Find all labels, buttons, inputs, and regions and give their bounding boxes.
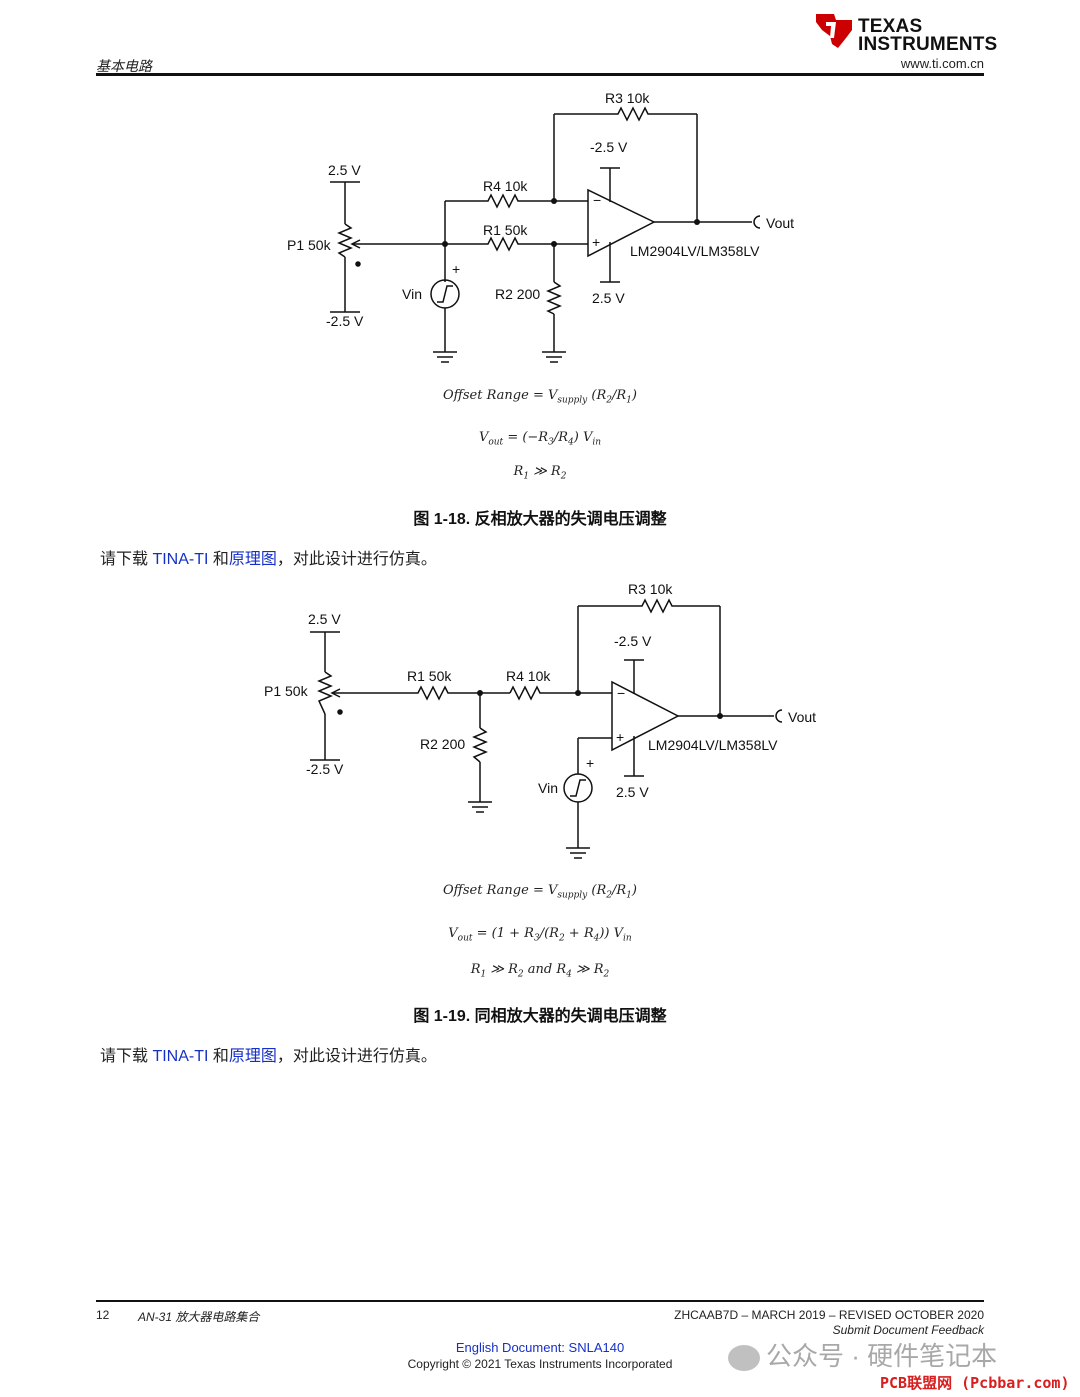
schematic-noninverting: − + R3 10k -2.5 V 2.5 V R1 50k R4 10k P1… <box>264 581 816 859</box>
svg-text:+: + <box>616 729 624 745</box>
download-paragraph-2: 请下载 TINA-TI 和原理图，对此设计进行仿真。 <box>100 1048 437 1065</box>
fig18-label-pos-ref: 2.5 V <box>328 162 361 178</box>
fig18-label-r4: R4 10k <box>483 178 528 194</box>
english-doc-link-wrap: English Document: SNLA140 <box>0 1340 1080 1355</box>
fig19-label-r2: R2 200 <box>420 736 465 752</box>
tina-ti-link[interactable]: TINA-TI <box>152 551 209 568</box>
fig18-label-vin: Vin <box>402 286 422 302</box>
company-url[interactable]: www.ti.com.cn <box>900 56 984 71</box>
equation-offset-range-18: Offset Range = Vsupply (R2/R1) <box>443 388 637 406</box>
fig18-label-r3: R3 10k <box>605 90 650 106</box>
fig19-label-vout: Vout <box>788 709 816 725</box>
fig19-label-p1: P1 50k <box>264 683 309 699</box>
company-name-line2: INSTRUMENTS <box>858 34 998 55</box>
fig19-label-r1: R1 50k <box>407 668 452 684</box>
tina-ti-link-2[interactable]: TINA-TI <box>152 1048 209 1065</box>
english-doc-link[interactable]: English Document: SNLA140 <box>455 1340 625 1355</box>
wechat-icon <box>728 1345 760 1372</box>
watermark-pcbbar: PCB联盟网 (Pcbbar.com) <box>876 1372 1074 1393</box>
svg-text:+: + <box>592 234 600 250</box>
fig18-label-r2: R2 200 <box>495 286 540 302</box>
fig19-label-r3: R3 10k <box>628 581 673 597</box>
fig19-label-neg-supply: -2.5 V <box>614 633 652 649</box>
fig18-label-vout: Vout <box>766 215 794 231</box>
doc-info: ZHCAAB7D – MARCH 2019 – REVISED OCTOBER … <box>674 1308 984 1322</box>
fig18-label-plus: + <box>452 261 460 277</box>
schematic-link[interactable]: 原理图 <box>228 551 277 568</box>
figure-caption-19: 图 1-19. 同相放大器的失调电压调整 <box>413 1008 667 1025</box>
feedback-link[interactable]: Submit Document Feedback <box>832 1323 984 1337</box>
equation-offset-range-19: Offset Range = Vsupply (R2/R1) <box>443 883 637 901</box>
schematic-link-2[interactable]: 原理图 <box>228 1048 277 1065</box>
fig19-label-plus: + <box>586 755 594 771</box>
fig19-label-pos-supply: 2.5 V <box>616 784 649 800</box>
equation-condition-19: R1 ≫ R2 and R4 ≫ R2 <box>470 962 610 980</box>
fig19-label-pos-ref: 2.5 V <box>308 611 341 627</box>
equation-condition-18: R1 ≫ R2 <box>513 464 567 482</box>
fig18-label-pos-supply: 2.5 V <box>592 290 625 306</box>
fig19-label-vin: Vin <box>538 780 558 796</box>
fig18-label-opamp: LM2904LV/LM358LV <box>630 243 760 259</box>
fig18-label-neg-supply: -2.5 V <box>590 139 628 155</box>
company-name-line1: TEXAS <box>858 16 923 37</box>
figure-caption-18: 图 1-18. 反相放大器的失调电压调整 <box>413 511 667 528</box>
fig19-label-neg-ref: -2.5 V <box>306 761 344 777</box>
fig19-label-r4: R4 10k <box>506 668 551 684</box>
schematic-inverting: − + R3 10k -2.5 V 2.5 V R4 10k R1 50k P1… <box>287 90 794 363</box>
equation-vout-19: Vout = (1 + R3/(R2 + R4)) Vin <box>448 926 632 944</box>
doc-title: AN-31 放大器电路集合 <box>138 1310 260 1324</box>
fig18-label-neg-ref: -2.5 V <box>326 313 364 329</box>
watermark-wechat: 公众号 · 硬件笔记本 <box>728 1336 997 1373</box>
copyright: Copyright © 2021 Texas Instruments Incor… <box>407 1357 673 1371</box>
header-rule <box>96 73 984 76</box>
svg-text:−: − <box>617 685 625 701</box>
fig18-label-r1: R1 50k <box>483 222 528 238</box>
footer-rule <box>96 1300 984 1302</box>
ti-logo-icon <box>816 14 852 48</box>
equation-vout-18: Vout = (−R3/R4) Vin <box>478 430 602 448</box>
section-title: 基本电路 <box>96 58 152 74</box>
fig18-label-p1: P1 50k <box>287 237 332 253</box>
svg-text:−: − <box>593 192 601 208</box>
page-number: 12 <box>96 1308 110 1322</box>
download-paragraph-1: 请下载 TINA-TI 和原理图，对此设计进行仿真。 <box>100 551 437 568</box>
fig19-label-opamp: LM2904LV/LM358LV <box>648 737 778 753</box>
